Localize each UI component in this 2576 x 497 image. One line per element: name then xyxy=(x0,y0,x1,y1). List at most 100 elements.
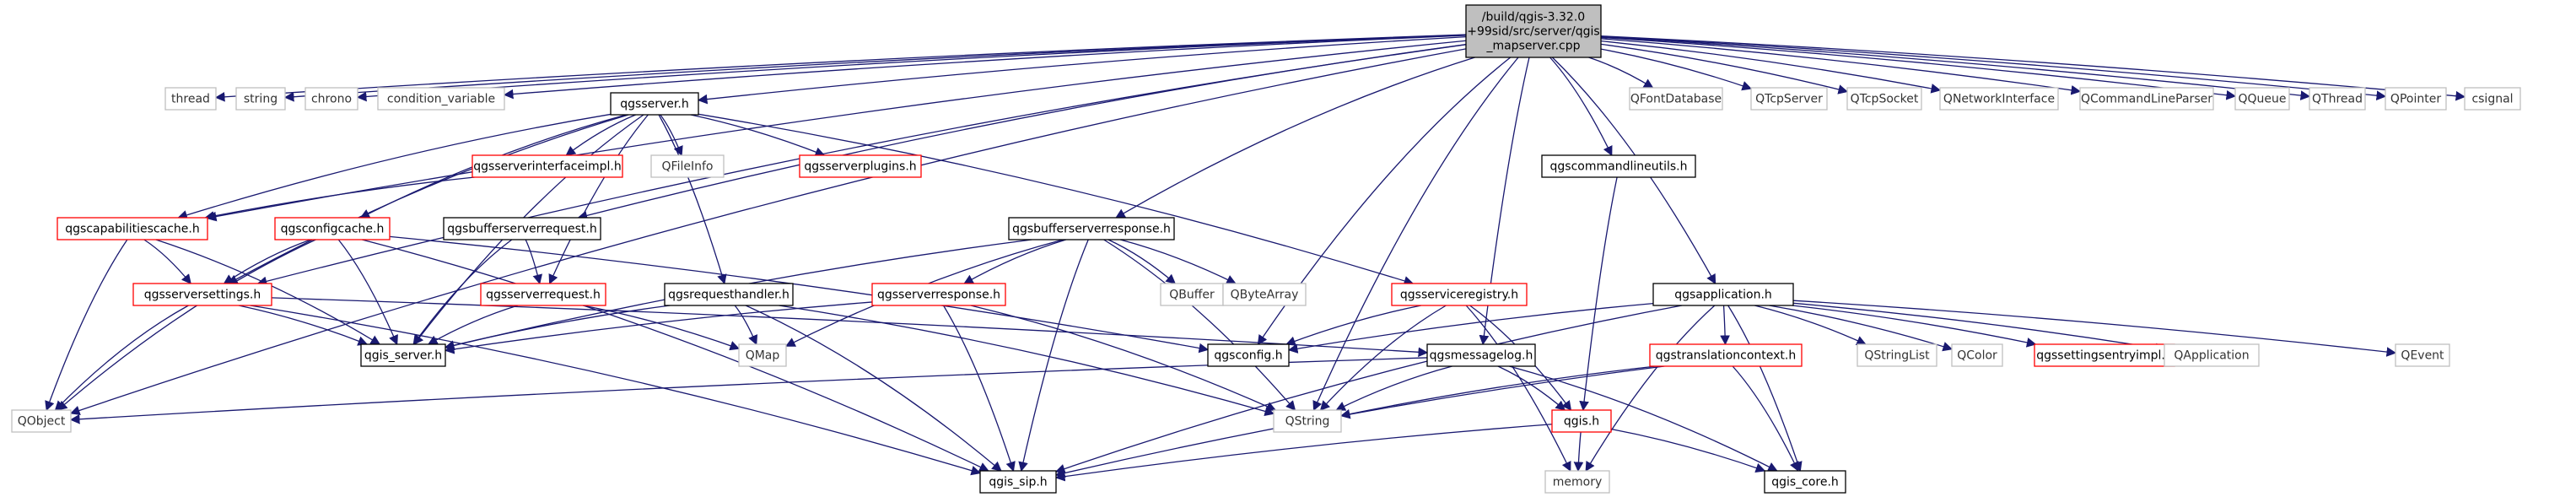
node-srvrequest-box xyxy=(480,283,606,306)
edge-root-to-qqueue xyxy=(1600,36,2237,100)
edge-qgsserver-to-reqhandler xyxy=(658,114,727,285)
edge-qgsapp-to-qevent xyxy=(1792,300,2397,357)
node-reqhandler[interactable]: qgsrequesthandler.h xyxy=(664,283,794,306)
node-qbytearray-label: QByteArray xyxy=(1231,289,1299,302)
node-qgsconfig[interactable]: qgsconfig.h xyxy=(1207,343,1290,367)
node-qstringlist[interactable]: QStringList xyxy=(1857,343,1937,367)
edge-root-to-string xyxy=(283,34,1467,102)
node-qgsserver[interactable]: qgsserver.h xyxy=(610,92,699,116)
edge-root-to-csignal xyxy=(1600,35,2466,101)
node-qgsconfig-label: qgsconfig.h xyxy=(1214,349,1282,363)
edge-cfgcache-to-qgsconfig xyxy=(389,235,1210,354)
node-qthread[interactable]: QThread xyxy=(2309,87,2366,111)
node-csignal-label: csignal xyxy=(2471,93,2513,106)
node-svcreg-box xyxy=(1391,283,1528,306)
node-string[interactable]: string xyxy=(235,87,286,111)
node-thread[interactable]: thread xyxy=(164,87,217,111)
node-csignal[interactable]: csignal xyxy=(2464,87,2521,111)
node-msglog[interactable]: qgsmessagelog.h xyxy=(1426,343,1536,367)
node-qpointer[interactable]: QPointer xyxy=(2385,87,2447,111)
node-qqueue[interactable]: QQueue xyxy=(2234,87,2290,111)
node-ifaceimpl[interactable]: qgsserverinterfaceimpl.h xyxy=(472,154,623,178)
node-memory[interactable]: memory xyxy=(1544,470,1610,494)
node-root-label: +99sid/src/server/qgis xyxy=(1467,25,1599,39)
edge-svcreg-to-memory xyxy=(1465,305,1571,473)
node-qgsapp[interactable]: qgsapplication.h xyxy=(1652,283,1794,306)
node-qgissip[interactable]: qgis_sip.h xyxy=(979,470,1057,494)
node-qevent[interactable]: QEvent xyxy=(2395,343,2450,367)
node-svcreg[interactable]: qgsserviceregistry.h xyxy=(1391,283,1528,306)
nodes-layer: /build/qgis-3.32.0+99sid/src/server/qgis… xyxy=(11,4,2521,494)
node-qnetif[interactable]: QNetworkInterface xyxy=(1939,87,2059,111)
node-qgiscore[interactable]: qgis_core.h xyxy=(1764,470,1846,494)
node-qbuffer[interactable]: QBuffer xyxy=(1160,283,1224,306)
node-capcache[interactable]: qgscapabilitiescache.h xyxy=(57,217,208,240)
node-srvsettings-box xyxy=(132,283,272,306)
node-qstring-box xyxy=(1273,409,1342,433)
node-root-label: /build/qgis-3.32.0 xyxy=(1482,11,1585,24)
edge-srvresponse-to-qstring xyxy=(970,305,1277,412)
edge-qgsserver-to-ifaceimpl xyxy=(565,114,636,156)
node-qpointer-label: QPointer xyxy=(2390,93,2441,106)
edges-layer xyxy=(45,34,2466,482)
node-capcache-label: qgscapabilitiescache.h xyxy=(65,223,199,236)
node-qgiscore-box xyxy=(1764,470,1846,494)
node-cmdutils-label: qgscommandlineutils.h xyxy=(1550,160,1688,174)
node-bufresp[interactable]: qgsbufferserverresponse.h xyxy=(1008,217,1175,240)
node-srvrequest[interactable]: qgsserverrequest.h xyxy=(480,283,606,306)
edge-root-to-bufresp xyxy=(1115,57,1475,219)
node-srvresponse[interactable]: qgsserverresponse.h xyxy=(871,283,1006,306)
node-qmap[interactable]: QMap xyxy=(738,343,787,367)
node-qstringlist-label: QStringList xyxy=(1864,349,1930,363)
node-reqhandler-box xyxy=(664,283,794,306)
node-srvresponse-box xyxy=(871,283,1006,306)
node-qcolor[interactable]: QColor xyxy=(1951,343,2003,367)
edge-srvsettings-to-qgisserver xyxy=(238,305,369,346)
node-qnetif-box xyxy=(1939,87,2059,111)
edge-bufresp-to-qbuffer xyxy=(1107,239,1177,284)
node-qtcpsocket[interactable]: QTcpSocket xyxy=(1846,87,1922,111)
node-thread-label: thread xyxy=(171,93,210,106)
node-chrono[interactable]: chrono xyxy=(304,87,358,111)
node-qbuffer-box xyxy=(1160,283,1224,306)
node-cmdutils[interactable]: qgscommandlineutils.h xyxy=(1541,154,1696,178)
node-condvar[interactable]: condition_variable xyxy=(377,87,505,111)
node-ifaceimpl-box xyxy=(472,154,623,178)
edge-transctx-to-qstring xyxy=(1339,365,1657,419)
edge-qgsapp-to-memory xyxy=(1585,305,1716,473)
edge-cmdutils-to-qgish xyxy=(1579,176,1618,412)
node-qfileinfo[interactable]: QFileInfo xyxy=(650,154,725,178)
node-qgisserver[interactable]: qgis_server.h xyxy=(360,343,446,367)
node-qgish[interactable]: qgis.h xyxy=(1551,409,1612,433)
edge-msglog-to-qgiscore xyxy=(1509,365,1778,472)
node-qobject[interactable]: QObject xyxy=(11,409,72,433)
edge-qgsapp-to-settimpl xyxy=(1792,305,2037,348)
edge-root-to-qtcpserver xyxy=(1600,48,1753,91)
edge-svcreg-to-qgsconfig xyxy=(1285,305,1421,346)
node-settimpl-box xyxy=(2034,343,2175,367)
node-qcmdparser[interactable]: QCommandLineParser xyxy=(2079,87,2214,111)
node-cfgcache[interactable]: qgsconfigcache.h xyxy=(274,217,391,240)
node-settimpl[interactable]: qgssettingsentryimpl.h xyxy=(2034,343,2175,367)
node-root[interactable]: /build/qgis-3.32.0+99sid/src/server/qgis… xyxy=(1465,4,1602,58)
node-plugins-label: qgsserverplugins.h xyxy=(804,160,916,174)
node-qgsconfig-box xyxy=(1207,343,1290,367)
edge-bufresp-to-srvresponse xyxy=(963,239,1067,284)
edge-reqhandler-to-qgissip xyxy=(745,305,1002,472)
node-qtcpserver[interactable]: QTcpServer xyxy=(1750,87,1828,111)
node-qgsapp-box xyxy=(1652,283,1794,306)
node-plugins[interactable]: qgsserverplugins.h xyxy=(799,154,922,178)
node-srvsettings[interactable]: qgsserversettings.h xyxy=(132,283,272,306)
node-qevent-label: QEvent xyxy=(2401,349,2444,363)
node-bufreq[interactable]: qgsbufferserverrequest.h xyxy=(443,217,601,240)
node-qapplication[interactable]: QApplication xyxy=(2164,343,2260,367)
node-qstring[interactable]: QString xyxy=(1273,409,1342,433)
node-qbytearray[interactable]: QByteArray xyxy=(1222,283,1307,306)
node-qtcpserver-box xyxy=(1750,87,1828,111)
node-qfontdb[interactable]: QFontDatabase xyxy=(1629,87,1723,111)
node-root-box xyxy=(1465,4,1602,58)
node-transctx[interactable]: qgstranslationcontext.h xyxy=(1649,343,1803,367)
edge-reqhandler-to-qmap xyxy=(734,305,758,346)
edge-root-to-qnetif xyxy=(1600,40,1942,94)
node-qgsserver-label: qgsserver.h xyxy=(620,98,688,111)
